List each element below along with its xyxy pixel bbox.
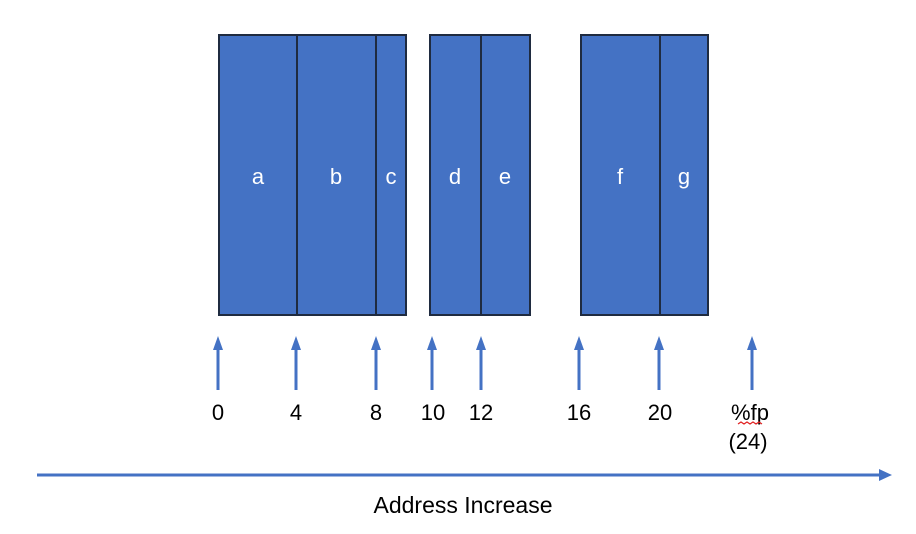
arrowhead-icon	[291, 336, 301, 350]
marker-8: 8	[370, 336, 382, 425]
cell-label-g: g	[678, 164, 690, 189]
axis-label: Address Increase	[374, 492, 553, 518]
marker-label-0: 0	[212, 400, 224, 425]
arrowhead-icon	[574, 336, 584, 350]
cell-label-b: b	[330, 164, 342, 189]
marker-0: 0	[212, 336, 224, 425]
marker-label-fp: %fp	[731, 400, 769, 425]
cell-label-a: a	[252, 164, 265, 189]
cell-label-d: d	[449, 164, 461, 189]
memory-block-3: f g	[580, 34, 709, 316]
cell-label-c: c	[386, 164, 397, 189]
marker-16: 16	[567, 336, 591, 425]
memory-block-1: a b c	[218, 34, 407, 316]
marker-12: 12	[469, 336, 493, 425]
arrowhead-icon	[427, 336, 437, 350]
marker-10: 10	[421, 336, 445, 425]
cell-label-e: e	[499, 164, 511, 189]
marker-label-16: 16	[567, 400, 591, 425]
marker-4: 4	[290, 336, 302, 425]
marker-label-8: 8	[370, 400, 382, 425]
arrow-right-icon	[879, 469, 892, 481]
marker-label-fp-value: (24)	[728, 429, 767, 454]
marker-label-10: 10	[421, 400, 445, 425]
marker-label-20: 20	[648, 400, 672, 425]
arrowhead-icon	[213, 336, 223, 350]
block-3-box	[580, 34, 709, 316]
marker-label-12: 12	[469, 400, 493, 425]
block-1-box	[218, 34, 407, 316]
address-axis: Address Increase	[37, 469, 892, 518]
memory-block-2: d e	[429, 34, 531, 316]
arrowhead-icon	[654, 336, 664, 350]
cell-label-f: f	[617, 164, 624, 189]
arrowhead-icon	[476, 336, 486, 350]
arrowhead-icon	[747, 336, 757, 350]
address-markers: 0 4 8 10 12	[212, 336, 769, 454]
spellcheck-squiggle	[737, 421, 763, 425]
marker-20: 20	[648, 336, 672, 425]
marker-label-4: 4	[290, 400, 302, 425]
marker-fp: %fp (24)	[728, 336, 769, 454]
arrowhead-icon	[371, 336, 381, 350]
